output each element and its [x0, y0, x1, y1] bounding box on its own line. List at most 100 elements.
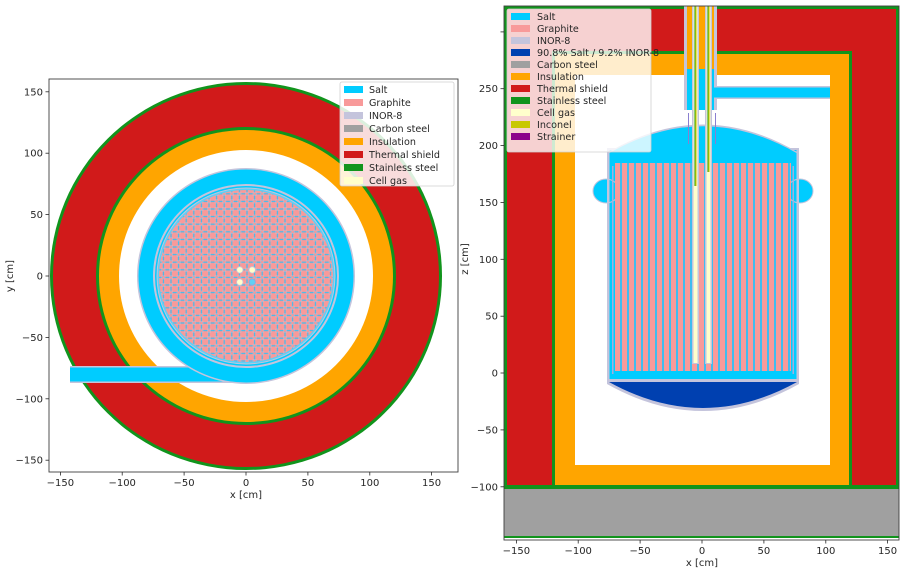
z-tick-label: 250: [479, 84, 498, 95]
inconel-rod-right: [707, 6, 710, 172]
radial-x-axis-label: x [cm]: [230, 490, 262, 501]
radial-y-axis: 150 100 50 0 −50 −100 −150 y [cm]: [5, 87, 49, 467]
legend-item: Carbon steel: [511, 60, 598, 71]
legend-box: [339, 81, 455, 187]
floor-steel-line: [504, 487, 899, 489]
axial-plot: −150 −100 −50 0 50 100 150 x [cm] −100 −…: [460, 5, 900, 569]
sample-basket-thimble: [248, 278, 256, 286]
axial-plot-frame: [503, 5, 900, 541]
inconel-rod-left: [694, 6, 697, 186]
x-tick-label: 50: [758, 546, 771, 557]
x-tick-label: 150: [422, 478, 441, 489]
guide-tube-right: [715, 113, 716, 144]
svg-text:Salt: Salt: [537, 12, 556, 23]
radial-legend: Salt Graphite INOR-8 Carbon steel Insula…: [339, 81, 455, 187]
legend-item: Cell gas: [511, 108, 575, 119]
radial-y-axis-label: y [cm]: [5, 260, 16, 292]
legend-box: [506, 8, 652, 153]
axial-z-axis-label: z [cm]: [460, 243, 471, 275]
svg-text:90.8% Salt / 9.2% INOR-8: 90.8% Salt / 9.2% INOR-8: [537, 48, 659, 59]
inconel-rod-right-steel: [707, 6, 709, 172]
legend-item: Carbon steel: [344, 124, 430, 135]
control-rod-thimble: [248, 266, 256, 274]
y-tick-label: −150: [16, 456, 43, 467]
x-tick-label: 100: [816, 546, 835, 557]
legend-item: Stainless steel: [344, 163, 438, 174]
svg-text:Thermal shield: Thermal shield: [536, 84, 608, 95]
vessel-wall-left: [607, 150, 610, 380]
control-rod-gas-right: [706, 6, 711, 363]
svg-text:Insulation: Insulation: [537, 72, 584, 83]
outlet-pipe-salt: [714, 87, 830, 98]
z-tick-label: 0: [492, 369, 498, 380]
svg-text:Graphite: Graphite: [369, 98, 411, 109]
legend-item: Insulation: [511, 72, 584, 83]
svg-text:Strainer: Strainer: [537, 132, 575, 143]
svg-text:Carbon steel: Carbon steel: [369, 124, 430, 135]
control-rod-thimble: [236, 266, 244, 274]
legend-item: INOR-8: [344, 111, 402, 122]
legend-item: Cell gas: [344, 176, 407, 187]
core-can-right: [792, 166, 794, 374]
y-tick-label: 0: [37, 272, 43, 283]
y-tick-label: −100: [16, 394, 43, 405]
svg-text:Carbon steel: Carbon steel: [537, 60, 598, 71]
svg-text:Cell gas: Cell gas: [369, 176, 407, 187]
y-tick-label: 150: [24, 87, 43, 98]
z-tick-label: −100: [471, 482, 498, 493]
z-tick-label: 200: [479, 141, 498, 152]
svg-text:Inconel: Inconel: [537, 120, 572, 131]
x-tick-label: 100: [360, 478, 379, 489]
y-tick-label: 100: [24, 149, 43, 160]
z-tick-label: 50: [485, 312, 498, 323]
guide-tube-left: [688, 113, 689, 144]
graphite-stringers: [615, 163, 791, 366]
core-top-salt: [615, 160, 791, 163]
legend-item: Insulation: [344, 137, 416, 148]
vessel-wall-right: [796, 150, 799, 380]
svg-text:Insulation: Insulation: [369, 137, 416, 148]
control-rod-thimble: [236, 278, 244, 286]
graphite-lattice: [159, 190, 333, 362]
svg-text:INOR-8: INOR-8: [369, 111, 402, 122]
y-tick-label: 50: [30, 210, 43, 221]
legend-item: Salt: [344, 85, 388, 96]
x-tick-label: −150: [503, 546, 530, 557]
svg-text:Thermal shield: Thermal shield: [368, 150, 440, 161]
x-tick-label: 0: [699, 546, 705, 557]
svg-text:Cell gas: Cell gas: [537, 108, 575, 119]
legend-item: Strainer: [511, 132, 575, 143]
svg-text:Salt: Salt: [369, 85, 388, 96]
x-tick-label: 50: [302, 478, 315, 489]
svg-text:Stainless steel: Stainless steel: [369, 163, 438, 174]
legend-item: Thermal shield: [344, 150, 440, 161]
x-tick-label: −50: [174, 478, 195, 489]
core-bottom-stringer-ends: [615, 366, 791, 371]
z-tick-label: 150: [479, 198, 498, 209]
axial-x-axis-label: x [cm]: [686, 558, 718, 569]
floor-steel-line-bottom: [504, 536, 899, 538]
legend-item: Graphite: [344, 98, 411, 109]
axial-x-axis: −150 −100 −50 0 50 100 150 x [cm]: [503, 540, 897, 569]
x-tick-label: −100: [564, 546, 591, 557]
svg-text:Graphite: Graphite: [537, 24, 579, 35]
x-tick-label: −100: [108, 478, 135, 489]
legend-item: Graphite: [511, 24, 579, 35]
carbon-steel-floor: [504, 488, 899, 538]
legend-item: Salt: [511, 12, 556, 23]
legend-item: Thermal shield: [511, 84, 608, 95]
core-can-left: [612, 166, 614, 374]
svg-text:INOR-8: INOR-8: [537, 36, 570, 47]
radial-x-axis: −150 −100 −50 0 50 100 150 x [cm]: [47, 472, 441, 501]
radial-plot: −150 −100 −50 0 50 100 150 x [cm] 150 10…: [5, 78, 459, 501]
lower-head-mixture: [609, 378, 797, 408]
x-tick-label: −50: [630, 546, 651, 557]
upper-head-salt: [609, 126, 797, 153]
y-tick-label: −50: [22, 333, 43, 344]
legend-item: INOR-8: [511, 36, 570, 47]
z-tick-label: −50: [477, 425, 498, 436]
svg-text:Stainless steel: Stainless steel: [537, 96, 606, 107]
x-tick-label: 0: [243, 478, 249, 489]
x-tick-label: 150: [878, 546, 897, 557]
